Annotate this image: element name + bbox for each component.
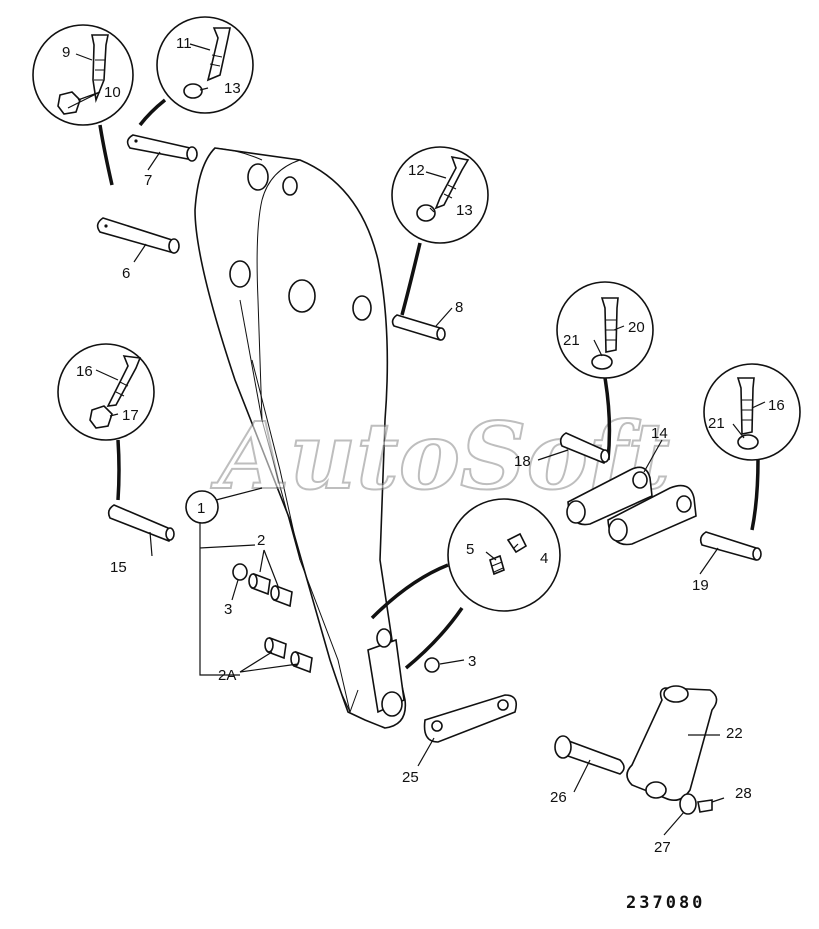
dipper-arm: [194, 147, 407, 729]
tipping-link-22: [626, 685, 718, 801]
callout-16-left: 16: [76, 363, 93, 380]
callout-9: 9: [62, 44, 70, 61]
callout-2: 2: [257, 532, 265, 549]
callout-21-left: 21: [563, 332, 580, 349]
pin-6: [96, 217, 180, 254]
callout-15: 15: [110, 559, 127, 576]
callout-8: 8: [455, 299, 463, 316]
callout-27: 27: [654, 839, 671, 856]
callout-6: 6: [122, 265, 130, 282]
linkage-14: [566, 466, 697, 546]
callout-labels: 1 2 2A 3 3 4 5 6 7 8 9 10 11 12 13 13 14…: [62, 35, 785, 856]
callout-25: 25: [402, 769, 419, 786]
detail-circle-11-13: [138, 16, 254, 127]
pin-8: [391, 314, 446, 341]
callout-12: 12: [408, 162, 425, 179]
bushings-and-washers: [232, 563, 440, 674]
callout-18: 18: [514, 453, 531, 470]
detail-circle-16-17: [57, 343, 155, 501]
callout-5: 5: [466, 541, 474, 558]
detail-circle-9-10: [32, 24, 134, 186]
pin-7: [126, 134, 198, 162]
callout-11: 11: [176, 35, 192, 52]
callout-2a: 2A: [218, 667, 236, 684]
detail-circle-4-5: [370, 498, 561, 670]
callout-4: 4: [540, 550, 548, 567]
callout-1: 1: [197, 500, 205, 517]
detail-circle-16-21: [703, 363, 801, 531]
callout-circle-1: [185, 490, 219, 524]
callout-22: 22: [726, 725, 743, 742]
drawing-reference-number: 237080: [626, 893, 705, 913]
leader-lines: [67, 43, 766, 836]
callout-26: 26: [550, 789, 567, 806]
callout-3-left: 3: [224, 601, 232, 618]
callout-13-top: 13: [224, 80, 241, 97]
pin-15: [107, 504, 175, 542]
callout-28: 28: [735, 785, 752, 802]
callout-17: 17: [122, 407, 139, 424]
callout-10: 10: [104, 84, 121, 101]
pin-18: [559, 432, 610, 464]
callout-14: 14: [651, 425, 668, 442]
callout-7: 7: [144, 172, 152, 189]
callout-21-right: 21: [708, 415, 725, 432]
callout-3-right: 3: [468, 653, 476, 670]
detail-circle-12-13: [391, 146, 489, 316]
callout-20: 20: [628, 319, 645, 336]
callout-16-right: 16: [768, 397, 785, 414]
pin-26-washer-27-clip-28: [554, 735, 713, 815]
plate-25: [423, 694, 518, 743]
pin-19: [699, 531, 762, 561]
callout-13-middle: 13: [456, 202, 473, 219]
callout-19: 19: [692, 577, 709, 594]
detail-circle-20-21: [556, 281, 654, 461]
